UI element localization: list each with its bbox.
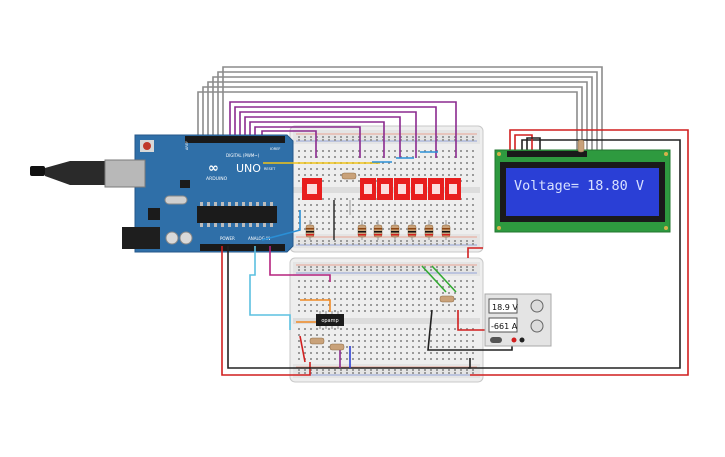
power-jack bbox=[122, 227, 160, 249]
orange-wire[interactable] bbox=[300, 299, 331, 312]
current-readout: -661 A bbox=[491, 322, 518, 331]
red-bridge-wire[interactable] bbox=[467, 247, 483, 258]
resistor-row[interactable] bbox=[305, 172, 451, 240]
lcd-resistor bbox=[577, 139, 585, 153]
current-display bbox=[488, 317, 518, 333]
reset-label: RESET bbox=[264, 167, 276, 171]
reset-button[interactable] bbox=[143, 142, 151, 150]
power-pins-label: POWER bbox=[220, 236, 235, 241]
usb-cable bbox=[45, 161, 105, 185]
red-wire-lcd-power[interactable] bbox=[470, 129, 689, 376]
arduino-infinity-icon: ∞ bbox=[208, 161, 219, 176]
gray-wire-bundle[interactable] bbox=[197, 66, 603, 150]
usb-cable-plug bbox=[30, 166, 45, 176]
power-supply[interactable]: 18.9 V -661 A bbox=[484, 293, 552, 347]
analog-pins-label: ANALOG IN bbox=[248, 236, 270, 241]
current-knob-icon[interactable] bbox=[530, 319, 544, 333]
negative-terminal[interactable] bbox=[519, 337, 525, 343]
voltage-readout: 18.9 V bbox=[492, 303, 518, 312]
lcd-text-line: Voltage= 18.80 V bbox=[514, 178, 644, 194]
positive-terminal[interactable] bbox=[511, 337, 517, 343]
black-wire-arduino-gnd[interactable] bbox=[227, 246, 471, 369]
power-analog-header bbox=[200, 244, 285, 251]
aref-label: AREF bbox=[185, 141, 189, 150]
magenta-wire[interactable] bbox=[269, 246, 331, 282]
opamp-label: opamp bbox=[321, 318, 338, 324]
usb-port bbox=[104, 159, 146, 188]
capacitor bbox=[165, 231, 179, 245]
breadboard-holes bbox=[298, 266, 474, 374]
red-short-wire[interactable] bbox=[299, 335, 306, 363]
cyan-wire[interactable] bbox=[249, 246, 291, 330]
green-wires[interactable] bbox=[421, 265, 457, 293]
digital-pins-label: DIGITAL (PWM~) bbox=[226, 153, 260, 158]
arduino-brand-label: ARDUINO bbox=[206, 176, 228, 182]
arduino-uno-board[interactable]: ∞ ARDUINO UNO DIGITAL (PWM~) POWER ANALO… bbox=[30, 134, 294, 253]
lcd-screen bbox=[506, 168, 659, 216]
blue-jumper-wires[interactable] bbox=[372, 151, 438, 163]
black-wire-lcd-backlight[interactable] bbox=[526, 137, 541, 152]
breadboard-holes bbox=[298, 136, 474, 245]
atmega-chip bbox=[197, 206, 277, 223]
voltage-regulator bbox=[148, 208, 160, 220]
seven-segment-display-array[interactable] bbox=[302, 178, 461, 200]
ioref-label: IOREF bbox=[270, 147, 280, 151]
opamp-chip[interactable]: opamp bbox=[316, 311, 344, 329]
digital-header bbox=[185, 136, 285, 143]
arduino-model-label: UNO bbox=[236, 162, 261, 175]
resistor-lower[interactable] bbox=[309, 295, 455, 351]
capacitor bbox=[179, 231, 193, 245]
voltage-knob-icon[interactable] bbox=[530, 299, 544, 313]
red-wire-lcd-backlight[interactable] bbox=[514, 134, 533, 152]
crystal bbox=[164, 195, 188, 205]
purple-wire-bundle[interactable] bbox=[229, 101, 457, 158]
blue-wire[interactable] bbox=[261, 210, 301, 241]
power-switch[interactable] bbox=[490, 337, 502, 343]
lcd-16x2-module[interactable]: Voltage= 18.80 V bbox=[494, 139, 671, 233]
black-wire-lcd-gnd[interactable] bbox=[468, 139, 681, 369]
voltage-display bbox=[488, 298, 518, 314]
red-wire-supply-positive[interactable] bbox=[457, 310, 486, 331]
